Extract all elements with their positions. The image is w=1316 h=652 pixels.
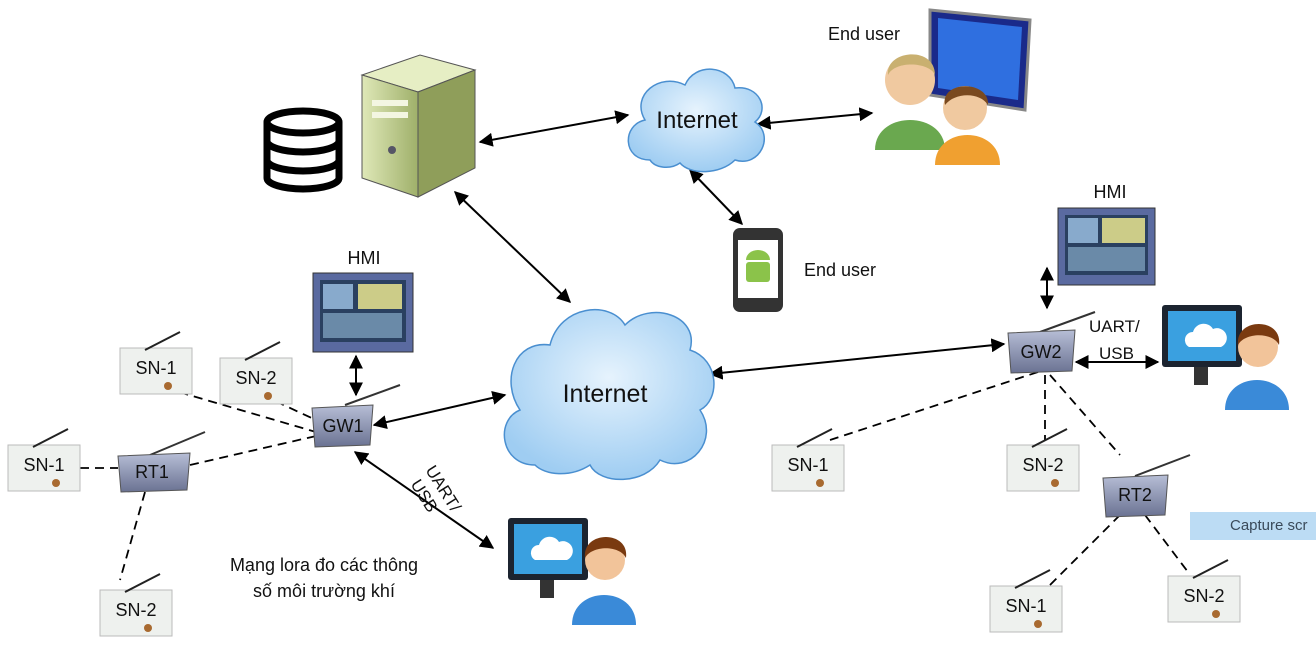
sensor-label: SN-2 xyxy=(235,368,276,388)
connections xyxy=(349,107,1160,549)
cloud-top-label: Internet xyxy=(656,107,738,134)
sensor-label: SN-1 xyxy=(135,358,176,378)
arrow-gw1-internet xyxy=(372,390,507,430)
end-user-desktop-label: End user xyxy=(828,24,900,44)
sensor-node-sn1: SN-1 xyxy=(119,331,193,395)
hmi-right-label: HMI xyxy=(1094,182,1127,202)
sensor-node-sn1: SN-1 xyxy=(989,569,1063,633)
sensor-label: SN-1 xyxy=(23,455,64,475)
database-icon xyxy=(263,107,343,193)
uart-left-label: UART/ USB xyxy=(407,462,465,516)
link-gw2-rt2 xyxy=(1049,374,1121,456)
sensor-node-sn1: SN-1 xyxy=(771,428,845,492)
sensor-node-sn2: SN-2 xyxy=(219,341,293,405)
gw2-label: GW2 xyxy=(1020,342,1061,362)
arrow-gw1-pc xyxy=(353,451,495,549)
sensor-label: SN-1 xyxy=(1005,596,1046,616)
capture-screen-tooltip[interactable]: Capture scr xyxy=(1190,512,1316,540)
rt1-label: RT1 xyxy=(135,462,169,482)
link-sn2-gw1 xyxy=(261,394,317,421)
cloud-main-label: Internet xyxy=(563,380,648,408)
arrow-internet-enduser xyxy=(756,107,874,130)
sensor-node-sn2: SN-2 xyxy=(99,573,173,637)
sensor-label: SN-2 xyxy=(1022,455,1063,475)
hmi-right-panel xyxy=(1057,207,1156,286)
gw1-label: GW1 xyxy=(322,416,363,436)
rt2-label: RT2 xyxy=(1118,485,1152,505)
pc-user-left-icon xyxy=(508,518,636,625)
end-user-mobile-label: End user xyxy=(804,260,876,280)
caption-line2: số môi trường khí xyxy=(253,581,395,601)
sensor-node-sn2: SN-2 xyxy=(1167,559,1241,623)
router-rt1: RT1 xyxy=(117,431,206,493)
arrow-internet-gw2 xyxy=(708,338,1006,380)
sensor-label: SN-2 xyxy=(115,600,156,620)
uart-right-line1: UART/ xyxy=(1089,317,1140,336)
link-rt2-sn2 xyxy=(1144,514,1189,573)
server-icon xyxy=(360,54,477,198)
gateway-gw2: GW2 xyxy=(1007,311,1096,374)
pc-user-right-icon xyxy=(1162,305,1289,410)
caption-line1: Mạng lora đo các thông xyxy=(230,555,418,575)
uart-right-line2: USB xyxy=(1099,344,1134,363)
arrow-server-internet xyxy=(478,110,630,147)
end-users-desktop-icon xyxy=(875,8,1032,165)
link-rt1-gw1 xyxy=(189,435,317,466)
lora-links xyxy=(80,371,1189,591)
gateway-gw1: GW1 xyxy=(311,384,401,448)
hmi-left-label: HMI xyxy=(348,248,381,268)
link-rt1-sn2 xyxy=(119,491,146,581)
link-gw2-sn1 xyxy=(829,371,1039,441)
android-phone-icon xyxy=(733,228,783,312)
sensor-node-sn2: SN-2 xyxy=(1006,428,1080,492)
arrow-internet-phone xyxy=(689,168,743,226)
link-rt2-sn1 xyxy=(1044,514,1121,591)
internet-cloud-main: Internet xyxy=(503,309,715,481)
link-sn1-gw1 xyxy=(164,387,317,433)
sensor-label: SN-1 xyxy=(787,455,828,475)
sensor-nodes: SN-1 SN-2 SN-1 SN-2 SN-1 SN-2 SN-1 SN-2 xyxy=(7,331,1241,637)
internet-cloud-top: Internet xyxy=(627,68,765,173)
sensor-node-sn1: SN-1 xyxy=(7,428,81,492)
sensor-label: SN-2 xyxy=(1183,586,1224,606)
hmi-left-panel xyxy=(312,272,414,353)
router-rt2: RT2 xyxy=(1102,454,1191,518)
arrow-server-internet-main xyxy=(453,191,572,303)
